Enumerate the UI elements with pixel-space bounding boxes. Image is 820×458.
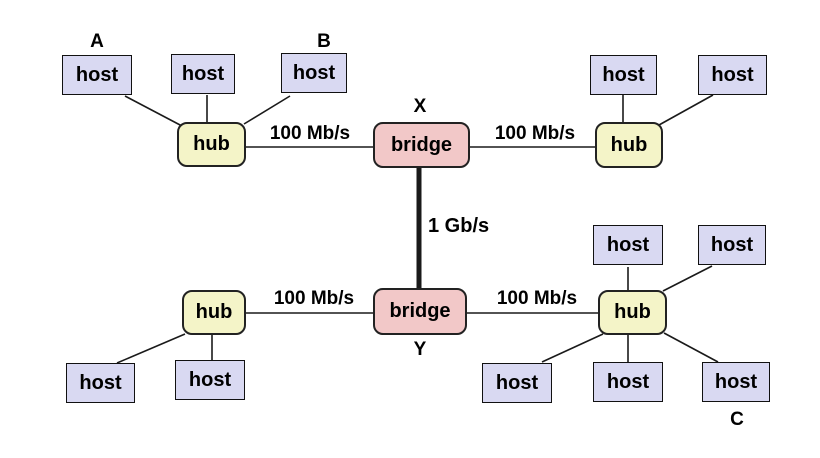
link-host-b-to-hub-top-left (243, 95, 291, 125)
link-label-backbone: 1 Gb/s (428, 215, 490, 237)
host-bottom-right-top-2: host (698, 225, 766, 265)
link-host-to-hub-bottom-right-top-2 (662, 265, 713, 292)
bridge-y: bridge (373, 288, 467, 335)
link-hub-bottom-right-to-host-c (663, 332, 719, 363)
host-bottom-right-2: host (593, 362, 663, 402)
host-top-right-1: host (590, 55, 657, 95)
link-label-lan-bottom-left: 100 Mb/s (273, 288, 355, 309)
hub-bottom-left: hub (182, 290, 246, 335)
link-label-lan-top-left: 100 Mb/s (269, 123, 351, 144)
host-b-box: host (281, 53, 347, 93)
link-hub-bottom-left-to-host (116, 333, 186, 364)
host-bottom-left-1: host (66, 363, 135, 403)
host-top-left-2: host (171, 54, 235, 94)
host-bottom-left-2: host (175, 360, 245, 400)
link-host-a-to-hub-top-left (124, 95, 183, 127)
bridge-x: bridge (373, 122, 470, 168)
tag-host-c: C (730, 409, 744, 430)
hub-top-right: hub (595, 122, 663, 168)
link-label-lan-bottom-right: 100 Mb/s (496, 288, 578, 309)
tag-bridge-y: Y (413, 339, 427, 360)
hub-bottom-right: hub (598, 290, 667, 335)
host-a-box: host (62, 55, 132, 95)
tag-host-a: A (90, 31, 104, 52)
host-bottom-right-1: host (482, 363, 552, 403)
link-label-lan-top-right: 100 Mb/s (494, 123, 576, 144)
host-c-box: host (702, 362, 770, 402)
hub-top-left: hub (177, 122, 246, 167)
host-top-right-2: host (698, 55, 767, 95)
tag-bridge-x: X (413, 96, 427, 117)
link-host-to-hub-top-right-2 (658, 94, 714, 126)
link-hub-bottom-right-to-host (541, 333, 604, 363)
tag-host-b: B (317, 31, 331, 52)
host-bottom-right-top-1: host (593, 225, 663, 265)
